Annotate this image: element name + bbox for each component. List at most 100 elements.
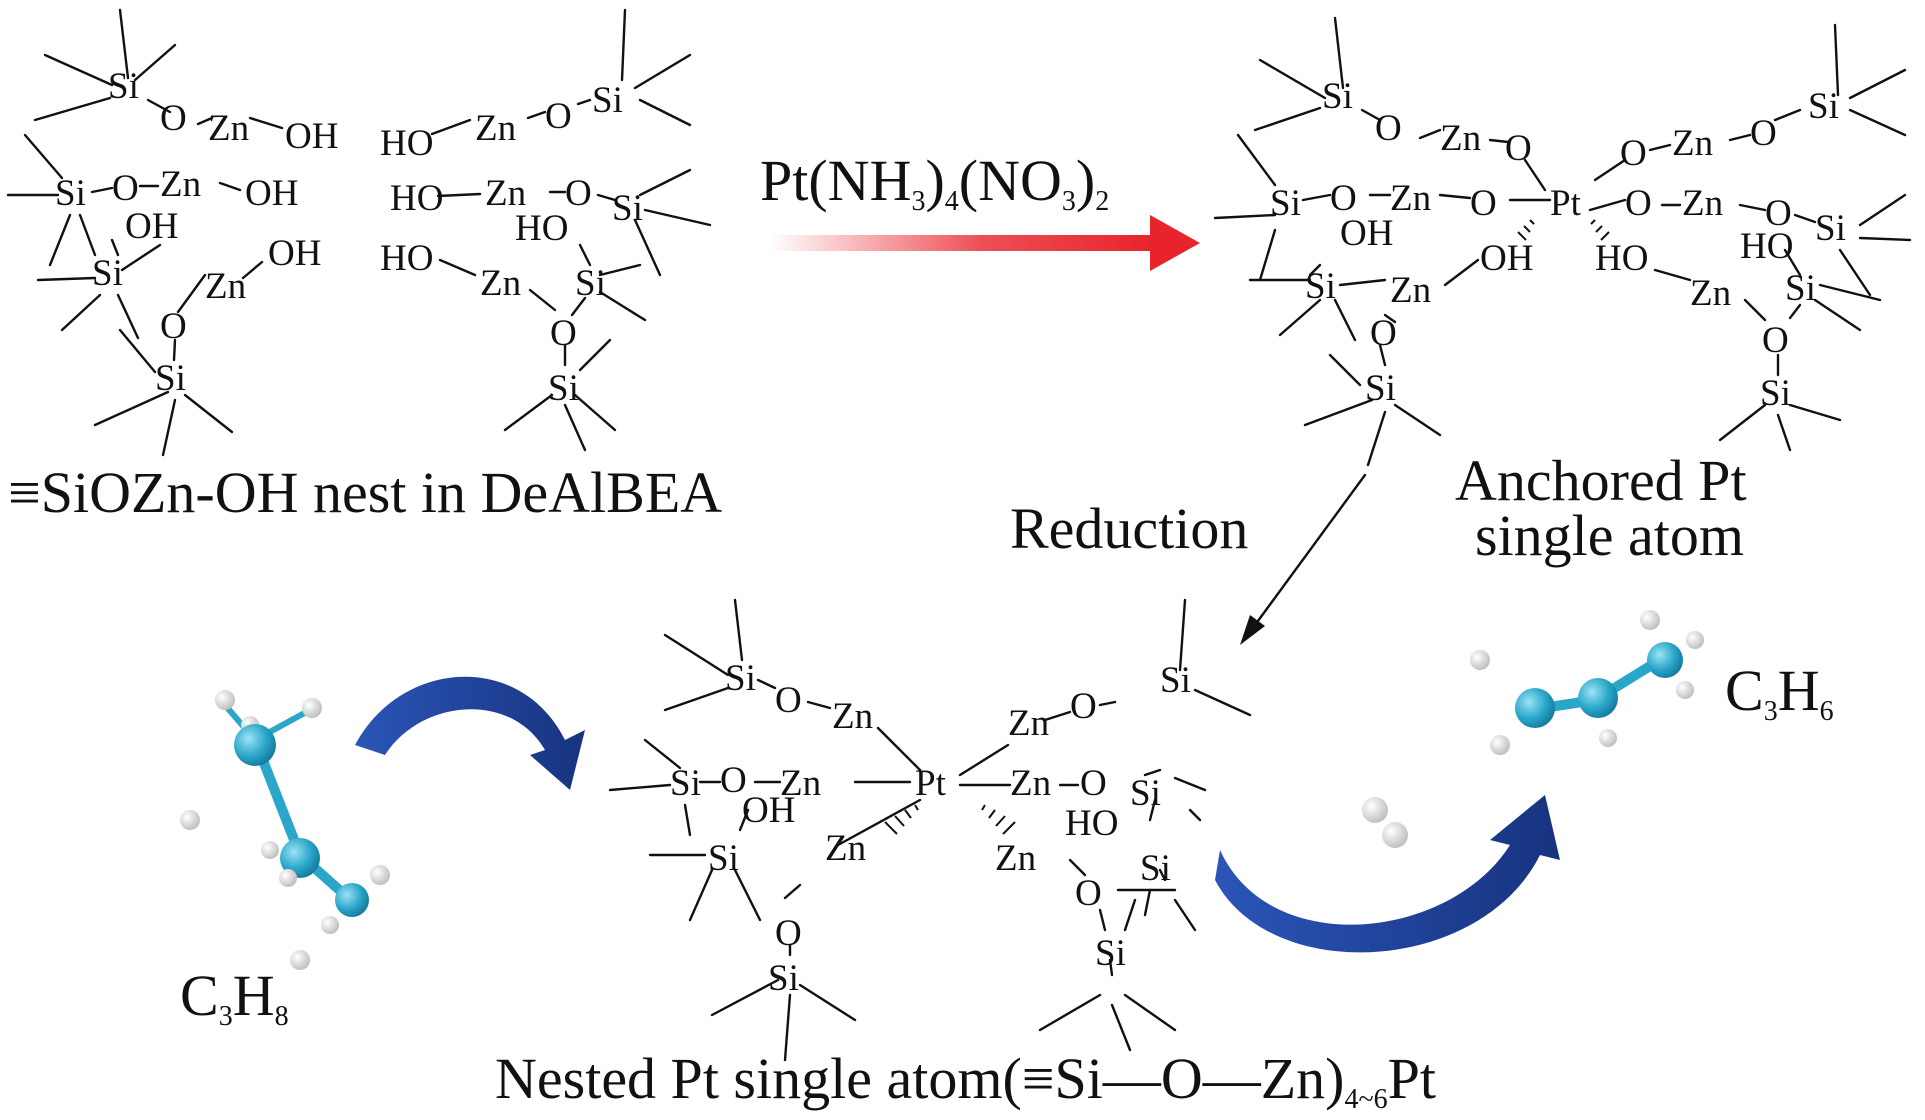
- atom-label: OH: [125, 206, 178, 247]
- atom-label: Si: [725, 658, 756, 699]
- atom-label: O: [720, 760, 747, 801]
- anchored-caption-line1: Anchored Pt: [1455, 448, 1747, 513]
- atom-label: HO: [380, 123, 433, 164]
- atom-label: Si: [1815, 208, 1846, 249]
- atom-label: Zn: [1440, 118, 1481, 159]
- atom-label: O: [1625, 183, 1652, 224]
- atom-label: Si: [1130, 773, 1161, 814]
- atom-label: O: [1070, 686, 1097, 727]
- atom-label: O: [775, 913, 802, 954]
- atom-label: Zn: [1682, 183, 1723, 224]
- atom-label: O: [1765, 193, 1792, 234]
- atom-label: Si: [1760, 373, 1791, 414]
- anchored-caption-line2: single atom: [1475, 503, 1744, 568]
- reduction-label: Reduction: [1010, 496, 1248, 561]
- atom-label: Si: [1095, 933, 1126, 974]
- atom-label: O: [1375, 108, 1402, 149]
- atom-label: Zn: [832, 696, 873, 737]
- svg-text:Nested Pt single atom(≡Si—O—Zn: Nested Pt single atom(≡Si—O—Zn)4~6Pt: [495, 1046, 1436, 1115]
- svg-text:C3H8: C3H8: [180, 963, 289, 1032]
- propane-label: C3H8: [180, 963, 289, 1032]
- atom-label: Pt: [1550, 183, 1582, 224]
- atom-label: O: [1075, 873, 1102, 914]
- red-reaction-arrow: [770, 215, 1200, 271]
- atom-label: Zn: [1690, 273, 1731, 314]
- svg-text:Pt(NH3)4(NO3)2: Pt(NH3)4(NO3)2: [760, 148, 1109, 217]
- atom-label: Si: [575, 263, 606, 304]
- propane-molecule: [180, 690, 390, 970]
- atom-label: HO: [380, 238, 433, 279]
- atom-label: HO: [390, 178, 443, 219]
- atom-label: Si: [1322, 76, 1353, 117]
- atom-label: Si: [1808, 86, 1839, 127]
- propene-molecule: [1470, 610, 1704, 755]
- atom-label: Si: [155, 358, 186, 399]
- atom-label: O: [112, 168, 139, 209]
- atom-label: Si: [1270, 183, 1301, 224]
- svg-text:C3H6: C3H6: [1725, 658, 1834, 727]
- atom-label: Zn: [160, 164, 201, 205]
- blue-curved-arrow-in: [355, 676, 585, 790]
- atom-label: Si: [548, 368, 579, 409]
- atom-label: Si: [1305, 266, 1336, 307]
- atom-label: Zn: [1390, 178, 1431, 219]
- atom-label: HO: [1065, 803, 1118, 844]
- atom-label: HO: [1740, 226, 1793, 267]
- atom-label: O: [160, 98, 187, 139]
- atom-label: O: [1370, 313, 1397, 354]
- atom-label: OH: [742, 790, 795, 831]
- atom-label: Si: [108, 66, 139, 107]
- atom-label: Si: [1140, 848, 1171, 889]
- atom-label: Si: [592, 80, 623, 121]
- atom-label: O: [1080, 763, 1107, 804]
- atom-label: O: [1505, 128, 1532, 169]
- atom-label: Zn: [480, 263, 521, 304]
- reduction-arrow: [1240, 473, 1367, 645]
- hydrogen-molecule: [1362, 797, 1408, 848]
- atom-label: Zn: [1010, 763, 1051, 804]
- anchored-pt-structure: Si O Zn O Si O Zn O Pt OH Si Zn OH O Si …: [1213, 16, 1912, 467]
- atom-label: Si: [92, 253, 123, 294]
- atom-label: Si: [55, 173, 86, 214]
- atom-label: HO: [515, 208, 568, 249]
- blue-curved-arrow-out: [1215, 795, 1560, 953]
- atom-label: Zn: [995, 838, 1036, 879]
- atom-label: OH: [268, 233, 321, 274]
- reagent-label: Pt(NH3)4(NO3)2: [760, 148, 1109, 217]
- atom-label: O: [775, 680, 802, 721]
- atom-label: Si: [708, 838, 739, 879]
- nested-pt-structure: Si O Zn Si O Zn Pt OH Si Zn O Si Zn O Si…: [608, 598, 1252, 1062]
- atom-label: OH: [285, 116, 338, 157]
- atom-label: OH: [1340, 213, 1393, 254]
- atom-label: O: [160, 306, 187, 347]
- atom-label: Zn: [780, 763, 821, 804]
- atom-label: HO: [1595, 238, 1648, 279]
- atom-label: Zn: [205, 266, 246, 307]
- atom-label: Si: [768, 958, 799, 999]
- atom-label: O: [1750, 113, 1777, 154]
- atom-label: O: [1620, 133, 1647, 174]
- atom-label: Si: [1785, 268, 1816, 309]
- atom-label: Zn: [1390, 270, 1431, 311]
- atom-label: Pt: [915, 763, 947, 804]
- atom-label: Si: [670, 763, 701, 804]
- nest-caption: ≡SiOZn-OH nest in DeAlBEA: [8, 460, 722, 525]
- atom-label: Zn: [208, 108, 249, 149]
- atom-label: O: [1762, 320, 1789, 361]
- atom-label: Zn: [825, 828, 866, 869]
- atom-label: OH: [245, 173, 298, 214]
- atom-label: Si: [1365, 368, 1396, 409]
- atom-label: OH: [1480, 238, 1533, 279]
- atom-label: O: [1330, 178, 1357, 219]
- atom-label: Zn: [1008, 703, 1049, 744]
- atom-label: Si: [612, 188, 643, 229]
- atom-label: Zn: [485, 173, 526, 214]
- atom-label: O: [565, 173, 592, 214]
- atom-label: O: [550, 313, 577, 354]
- propene-label: C3H6: [1725, 658, 1834, 727]
- atom-label: Si: [1160, 660, 1191, 701]
- nested-caption: Nested Pt single atom(≡Si—O—Zn)4~6Pt: [495, 1046, 1436, 1115]
- atom-label: O: [545, 96, 572, 137]
